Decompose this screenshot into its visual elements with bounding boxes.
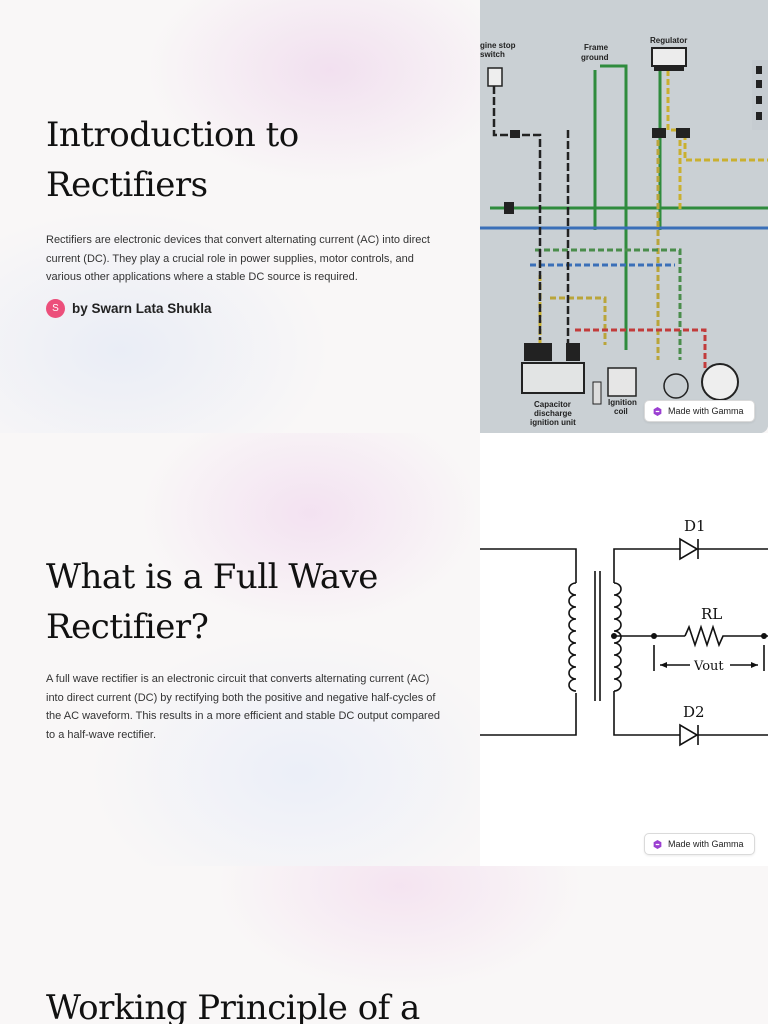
made-with-gamma-badge[interactable]: Made with Gamma bbox=[644, 400, 755, 422]
badge-label: Made with Gamma bbox=[668, 839, 744, 849]
author-byline: S by Swarn Lata Shukla bbox=[46, 299, 212, 318]
vout-label: Vout bbox=[693, 659, 724, 674]
gamma-icon bbox=[653, 839, 662, 849]
title-line-1: What is a Full Wave bbox=[46, 557, 378, 597]
label-regulator: Regulator bbox=[650, 36, 687, 45]
label-capacitor-2: discharge bbox=[534, 409, 572, 418]
slide-full-wave-rectifier: What is a Full Wave Rectifier? A full wa… bbox=[0, 433, 768, 866]
slide-paragraph: A full wave rectifier is an electronic c… bbox=[46, 673, 440, 741]
slide-title: Introduction to Rectifiers bbox=[46, 110, 299, 210]
slide-introduction: Introduction to Rectifiers Rectifiers ar… bbox=[0, 0, 768, 433]
label-capacitor-3: ignition unit bbox=[530, 418, 576, 427]
slide-working-principle: Working Principle of a bbox=[0, 866, 768, 1024]
wiring-diagram-photo: gine stop switch Frame ground Regulator … bbox=[480, 0, 768, 433]
label-frame-2: ground bbox=[581, 53, 609, 62]
gamma-icon bbox=[653, 406, 662, 416]
d1-label: D1 bbox=[684, 517, 706, 535]
badge-label: Made with Gamma bbox=[668, 406, 744, 416]
label-engine-stop-1: gine stop bbox=[480, 41, 516, 50]
avatar: S bbox=[46, 299, 65, 318]
label-capacitor-1: Capacitor bbox=[534, 400, 571, 409]
slide-title: Working Principle of a bbox=[46, 983, 420, 1024]
title-line-1: Working Principle of a bbox=[46, 988, 420, 1024]
d2-label: D2 bbox=[683, 703, 705, 721]
slide-title: What is a Full Wave Rectifier? bbox=[46, 552, 378, 652]
label-ignition-1: Ignition bbox=[608, 398, 637, 407]
slide-paragraph: Rectifiers are electronic devices that c… bbox=[46, 234, 430, 283]
label-engine-stop-2: switch bbox=[480, 50, 505, 59]
made-with-gamma-badge[interactable]: Made with Gamma bbox=[644, 833, 755, 855]
rl-label: RL bbox=[701, 605, 722, 623]
label-ignition-2: coil bbox=[614, 407, 628, 416]
full-wave-circuit-diagram: D1 D2 RL Vout bbox=[480, 433, 768, 866]
circuit-schematic: D1 D2 RL Vout bbox=[480, 517, 768, 747]
title-line-1: Introduction to bbox=[46, 115, 299, 155]
wiring-diagram-image: gine stop switch Frame ground Regulator … bbox=[480, 0, 768, 433]
author-name: by Swarn Lata Shukla bbox=[72, 301, 212, 316]
title-line-2: Rectifiers bbox=[46, 165, 208, 205]
label-frame-1: Frame bbox=[584, 43, 609, 52]
title-line-2: Rectifier? bbox=[46, 607, 209, 647]
